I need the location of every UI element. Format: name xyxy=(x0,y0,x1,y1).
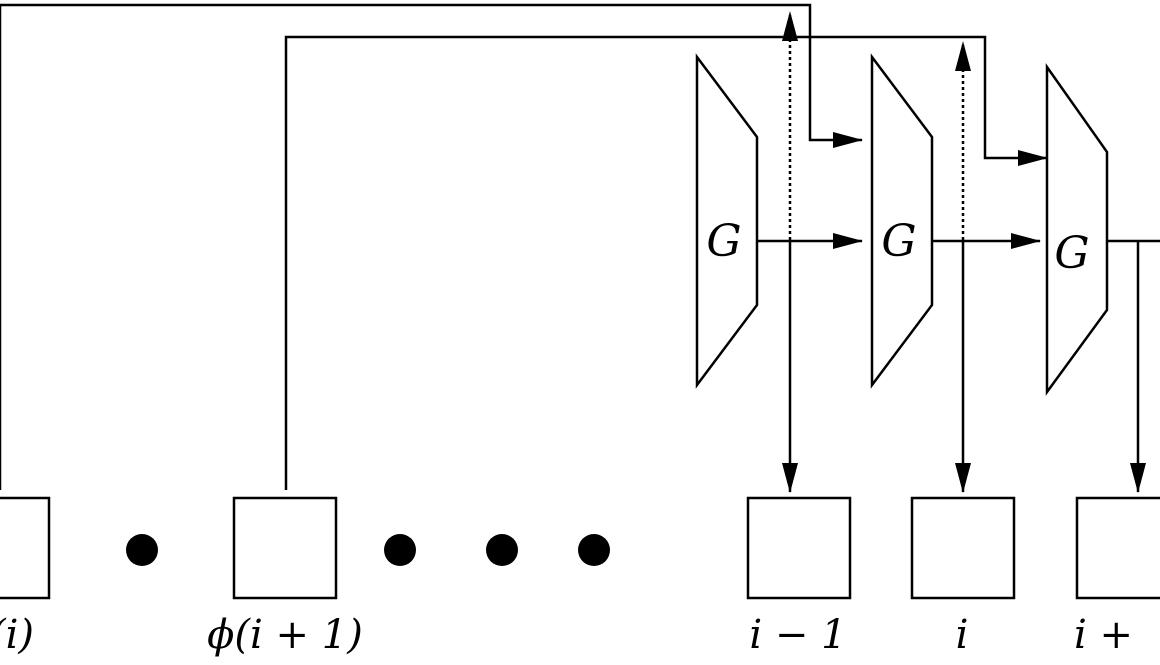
node-i-minus-1 xyxy=(746,496,852,600)
gate-3 xyxy=(1045,63,1109,396)
skip-connection-phi-i xyxy=(0,3,863,490)
ellipsis-dot-4 xyxy=(578,534,610,566)
node-label-i-minus-1: i − 1 xyxy=(749,612,846,658)
ellipsis-dot-2 xyxy=(384,534,416,566)
gate-1-label: G xyxy=(706,216,741,267)
node-label-i-plus: i + xyxy=(1074,612,1133,658)
node-phi-i-plus-1 xyxy=(232,496,338,600)
gate-3-label: G xyxy=(1054,228,1089,279)
gate-2 xyxy=(870,53,934,389)
ellipsis-dot-1 xyxy=(126,534,158,566)
node-label-i: i xyxy=(956,612,969,658)
gate-2-label: G xyxy=(881,216,916,267)
node-label-phi-i-plus-1: ϕ(i + 1) xyxy=(207,612,363,658)
node-i-plus xyxy=(1075,496,1160,600)
node-label-phi-i: (i) xyxy=(0,612,34,658)
node-i xyxy=(910,496,1016,600)
node-phi-i xyxy=(0,496,51,600)
gate-1 xyxy=(695,53,759,389)
ellipsis-dot-3 xyxy=(486,534,518,566)
skip-connection-phi-i-plus-1 xyxy=(284,35,1048,490)
